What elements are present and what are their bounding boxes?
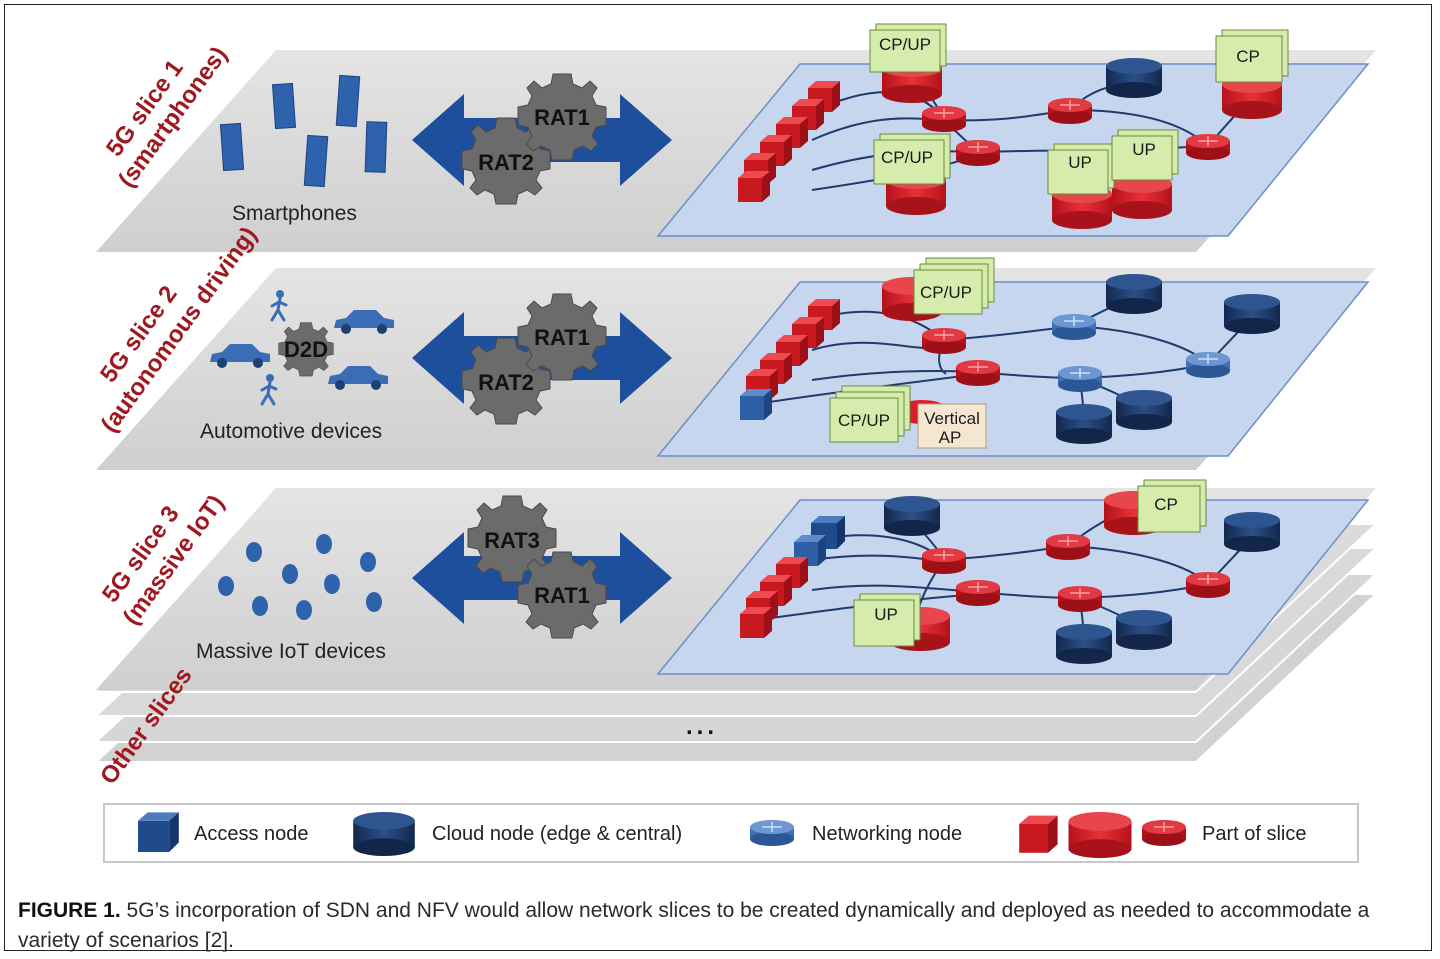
legend-access-label: Access node	[194, 823, 309, 845]
legend: Access node Cloud node (edge & central) …	[103, 803, 1359, 863]
router-icon	[1047, 97, 1093, 125]
cloud-node	[1106, 274, 1162, 314]
function-tag: CP	[1137, 479, 1207, 533]
cloud-node	[884, 496, 940, 536]
function-tag: CP/UP	[873, 133, 951, 185]
iot-device-icons	[218, 534, 382, 620]
router-icon	[1057, 585, 1103, 613]
cloud-node	[1224, 512, 1280, 552]
router-icon	[1057, 365, 1103, 393]
legend-cloud-node-icon	[353, 812, 415, 856]
figure-frame	[4, 4, 1432, 951]
cloud-node	[1112, 175, 1172, 219]
router-icon	[1185, 351, 1231, 379]
svg-text:CP/UP: CP/UP	[881, 148, 933, 167]
rat-label: RAT2	[478, 150, 534, 175]
router-icon	[1185, 133, 1231, 161]
function-tag: UP	[853, 593, 921, 647]
svg-text:UP: UP	[1068, 153, 1092, 172]
svg-text:CP: CP	[1154, 495, 1178, 514]
function-tag: CP	[1215, 29, 1289, 83]
svg-text:CP/UP: CP/UP	[838, 411, 890, 430]
rat-label: RAT1	[534, 583, 590, 608]
svg-text:Vertical: Vertical	[924, 409, 980, 428]
legend-networking-label: Networking node	[812, 823, 962, 845]
cloud-node	[1106, 58, 1162, 98]
router-icon	[1051, 313, 1097, 341]
cloud-node	[1056, 404, 1112, 444]
router-icon	[955, 579, 1001, 607]
rat-label: RAT1	[534, 325, 590, 350]
function-tag: UP	[1047, 143, 1115, 195]
router-icon	[955, 139, 1001, 167]
rat-label: RAT3	[484, 528, 540, 553]
ellipsis: ...	[686, 713, 718, 740]
d2d-label: D2D	[284, 337, 328, 362]
legend-networking-node-icon	[749, 819, 795, 847]
svg-text:CP/UP: CP/UP	[879, 35, 931, 54]
legend-part-label: Part of slice	[1202, 823, 1306, 845]
legend-access-node-icon	[138, 812, 179, 852]
cloud-node	[1116, 390, 1172, 430]
devices-label-automotive: Automotive devices	[200, 420, 382, 443]
function-tag: UP	[1111, 129, 1179, 181]
cloud-node	[1116, 610, 1172, 650]
devices-label-iot: Massive IoT devices	[196, 640, 386, 663]
router-icon	[1185, 571, 1231, 599]
cloud-node	[1224, 294, 1280, 334]
svg-text:UP: UP	[1132, 140, 1156, 159]
devices-label-smartphones: Smartphones	[232, 202, 357, 225]
cloud-node	[1056, 624, 1112, 664]
router-icon	[955, 359, 1001, 387]
router-icon	[921, 327, 967, 355]
rat-label: RAT1	[534, 105, 590, 130]
caption-text: 5G’s incorporation of SDN and NFV would …	[18, 899, 1370, 952]
svg-text:CP/UP: CP/UP	[920, 283, 972, 302]
function-tag: CP/UP	[869, 23, 947, 73]
function-tag: CP/UP	[913, 257, 995, 315]
svg-text:AP: AP	[939, 428, 962, 447]
rat-label: RAT2	[478, 370, 534, 395]
svg-text:UP: UP	[874, 605, 898, 624]
caption-label: FIGURE 1.	[18, 899, 121, 922]
router-icon	[921, 105, 967, 133]
smartphone-icons	[219, 74, 388, 188]
figure-caption: FIGURE 1. 5G’s incorporation of SDN and …	[18, 896, 1418, 956]
router-icon	[921, 547, 967, 575]
legend-cloud-label: Cloud node (edge & central)	[432, 823, 682, 845]
svg-text:CP: CP	[1236, 47, 1260, 66]
router-icon	[1045, 533, 1091, 561]
vertical-ap-tag: Vertical AP	[917, 403, 987, 449]
